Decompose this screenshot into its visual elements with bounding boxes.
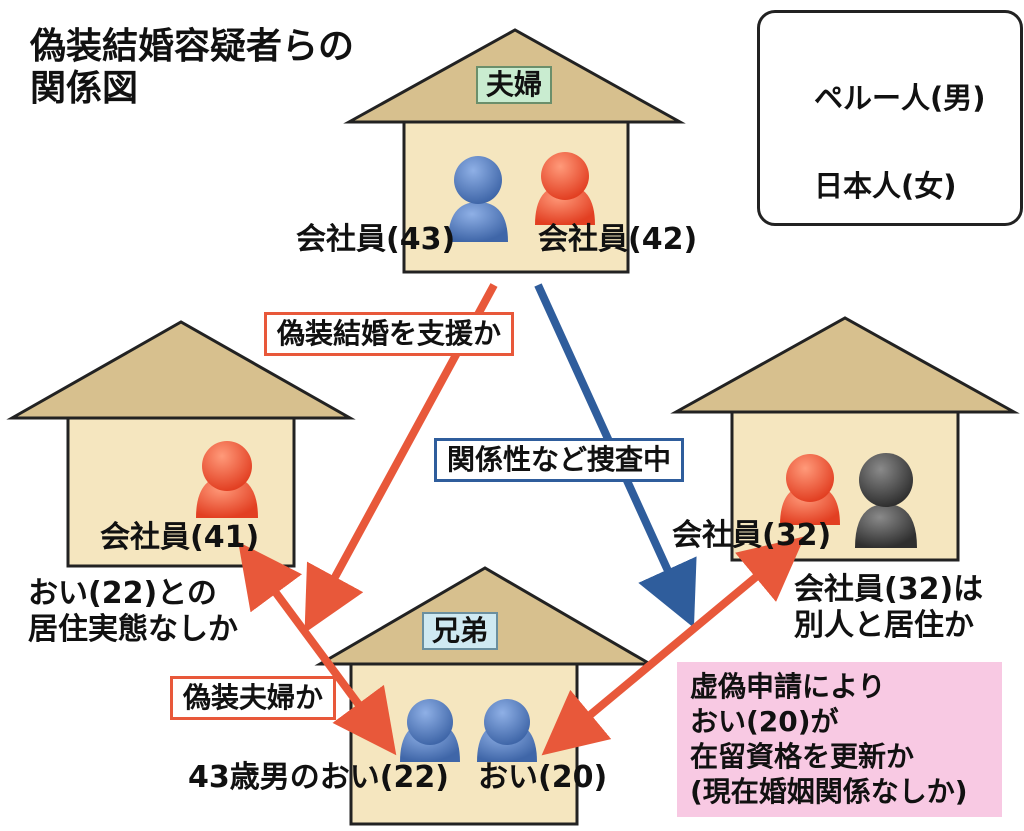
house-bottom-person-left: 43歳男のおい(22): [188, 760, 449, 795]
note-line-3: 在留資格を更新か: [690, 740, 915, 773]
house-top-tag: 夫婦: [476, 66, 553, 104]
note-line-2: おい(20)が: [690, 705, 839, 738]
house-right-roof: [670, 316, 1020, 414]
note-box: [677, 662, 1002, 817]
house-right-wall: [730, 410, 960, 562]
person-icon-top-female: [535, 152, 595, 225]
person-icon-right-female: [780, 454, 840, 525]
house-right-note-1: 会社員(32)は: [794, 572, 984, 607]
label-support: 偽装結婚を支援か: [264, 312, 515, 356]
house-right-person: 会社員(32): [672, 518, 832, 553]
title-line-1: 偽装結婚容疑者らの: [30, 26, 355, 67]
house-top-person-right: 会社員(42): [538, 222, 698, 257]
house-top-wall: [402, 120, 630, 274]
arrow-right-link: [541, 536, 805, 756]
person-icon-left-female: [196, 441, 258, 518]
person-icon-top-male: [448, 156, 508, 242]
page-title: 偽装結婚容疑者らの 関係図: [30, 26, 354, 110]
legend-box: [757, 10, 1023, 226]
house-right: [670, 316, 1020, 562]
arrow-fake-couple: [238, 541, 397, 756]
title-line-2: 関係図: [30, 68, 139, 109]
house-left-person: 会社員(41): [100, 520, 260, 555]
house-bottom-wall: [349, 662, 579, 826]
house-top: [343, 28, 686, 274]
person-icon-bottom-male-right: [477, 699, 537, 762]
note-line-1: 虚偽申請により: [690, 670, 886, 703]
house-left-wall: [66, 416, 296, 568]
person-icon-bottom-male-left: [400, 699, 460, 762]
legend-male-label: ペルー人(男): [814, 81, 986, 115]
house-bottom-person-right: おい(20): [478, 760, 608, 795]
house-bottom-tag: 兄弟: [422, 612, 499, 650]
legend-female-label: 日本人(女): [814, 169, 957, 203]
label-fake-couple: 偽装夫婦か: [170, 676, 337, 720]
note-line-4: (現在婚姻関係なしか): [690, 775, 968, 808]
house-left: [6, 320, 356, 568]
house-left-note-1: おい(22)との: [28, 576, 217, 611]
house-left-note-2: 居住実態なしか: [28, 612, 238, 647]
person-icon-right-unknown: [855, 453, 917, 548]
house-right-note-2: 別人と居住か: [794, 608, 974, 643]
label-investigating: 関係性など捜査中: [434, 438, 685, 482]
house-top-person-left: 会社員(43): [296, 222, 456, 257]
